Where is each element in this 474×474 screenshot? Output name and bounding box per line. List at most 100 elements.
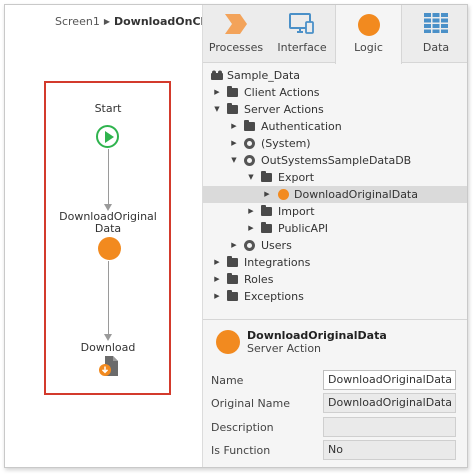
tree-item-sample-data[interactable]: Sample_Data [203,67,467,84]
tree-item-server-actions[interactable]: ▼ Server Actions [203,101,467,118]
tree-item-public-api[interactable]: ▶ PublicAPI [203,220,467,237]
flow-arrow-icon [104,204,112,211]
tree-item-label: Users [261,239,292,252]
original-name-field: DownloadOriginalData [323,393,456,413]
description-field[interactable] [323,417,456,437]
tab-processes-label: Processes [208,41,264,54]
folder-icon [261,205,272,216]
folder-icon [261,171,272,182]
tree-item-export[interactable]: ▼ Export [203,169,467,186]
tree-item-exceptions[interactable]: ▶ Exceptions [203,288,467,305]
tab-data[interactable]: Data [402,5,467,63]
caret-right-icon[interactable]: ▶ [264,190,270,198]
breadcrumb-parent[interactable]: Screen1 [55,15,100,28]
tab-processes[interactable]: Processes [203,5,269,63]
caret-right-icon[interactable]: ▶ [231,241,237,249]
folder-icon [261,222,272,233]
caret-down-icon[interactable]: ▼ [248,173,254,181]
module-ring-icon [244,240,255,251]
tree-item-roles[interactable]: ▶ Roles [203,271,467,288]
flow-canvas[interactable]: Screen1▶DownloadOnClick Start DownloadOr… [5,5,222,467]
tree-item-system[interactable]: ▶ (System) [203,135,467,152]
name-field[interactable]: DownloadOriginalData [323,370,456,390]
folder-icon [227,290,238,301]
action-node-label-line2: Data [94,222,122,235]
module-ring-icon [244,138,255,149]
caret-right-icon[interactable]: ▶ [214,258,220,266]
right-panel: Processes Interface Logic [202,5,467,467]
logic-circle-icon [357,14,380,36]
start-node-icon[interactable] [96,125,119,148]
tree-item-label: (System) [261,137,311,150]
folder-icon [227,86,238,97]
tree-item-label: Exceptions [244,290,304,303]
tree-item-authentication[interactable]: ▶ Authentication [203,118,467,135]
original-name-label: Original Name [211,397,290,410]
caret-down-icon[interactable]: ▼ [231,156,237,164]
folder-icon [227,273,238,284]
start-node-label: Start [94,102,122,115]
flow-arrow-icon [104,334,112,341]
is-function-label: Is Function [211,444,271,457]
server-action-node-icon[interactable] [98,237,121,260]
tree-item-download-original-data[interactable]: ▶ DownloadOriginalData [203,186,467,203]
tree-item-outsystems-db[interactable]: ▼ OutSystemsSampleDataDB [203,152,467,169]
properties-subtitle: Server Action [247,342,322,355]
properties-title: DownloadOriginalData [247,329,387,342]
server-action-icon [216,330,240,354]
interface-monitor-icon [289,13,314,34]
tree-item-label: Integrations [244,256,311,269]
flow-highlight-box: Start DownloadOriginal Data Download [44,81,171,395]
processes-chevron-icon [225,14,247,34]
tree-item-label: OutSystemsSampleDataDB [261,154,412,167]
tree-item-label: Client Actions [244,86,320,99]
tree-item-label: Server Actions [244,103,324,116]
app-window: Screen1▶DownloadOnClick Start DownloadOr… [4,4,468,468]
caret-right-icon[interactable]: ▶ [214,275,220,283]
tree-item-label: Roles [244,273,274,286]
end-node-label: Download [80,341,136,354]
server-action-icon [278,189,289,200]
action-node-label-line1: DownloadOriginal [59,210,157,223]
caret-right-icon[interactable]: ▶ [231,139,237,147]
tree-item-users[interactable]: ▶ Users [203,237,467,254]
tab-interface[interactable]: Interface [269,5,335,63]
name-label: Name [211,374,244,387]
folder-icon [244,120,255,131]
is-function-field[interactable]: No [323,440,456,460]
tab-data-label: Data [422,41,450,54]
tree-item-label: DownloadOriginalData [294,188,418,201]
tab-bar: Processes Interface Logic [203,5,467,64]
breadcrumb-separator-icon: ▶ [103,17,110,26]
breadcrumb: Screen1▶DownloadOnClick [55,15,222,28]
breadcrumb-current: DownloadOnClick [113,15,222,28]
caret-right-icon[interactable]: ▶ [248,207,254,215]
caret-right-icon[interactable]: ▶ [214,292,220,300]
tab-logic-label: Logic [354,41,383,54]
tree-item-label: Authentication [261,120,342,133]
tab-interface-label: Interface [277,41,327,54]
tree-item-label: Export [278,171,315,184]
download-node-icon[interactable] [99,355,119,377]
caret-right-icon[interactable]: ▶ [248,224,254,232]
caret-down-icon[interactable]: ▼ [214,105,220,113]
caret-right-icon[interactable]: ▶ [214,88,220,96]
tree-item-integrations[interactable]: ▶ Integrations [203,254,467,271]
folder-icon [227,103,238,114]
tree-item-client-actions[interactable]: ▶ Client Actions [203,84,467,101]
data-grid-icon [424,13,448,33]
properties-panel: DownloadOriginalData Server Action Name … [203,319,467,467]
tree-item-label: Sample_Data [227,69,301,82]
tree-item-label: Import [278,205,315,218]
description-label: Description [211,421,274,434]
tree-item-import[interactable]: ▶ Import [203,203,467,220]
action-node-label: DownloadOriginal Data [48,211,168,235]
tab-logic[interactable]: Logic [335,5,402,64]
module-icon [211,70,223,80]
folder-icon [227,256,238,267]
flow-connector [108,261,109,335]
caret-right-icon[interactable]: ▶ [231,122,237,130]
tree-item-label: PublicAPI [278,222,328,235]
module-ring-icon [244,155,255,166]
flow-connector [108,149,109,205]
